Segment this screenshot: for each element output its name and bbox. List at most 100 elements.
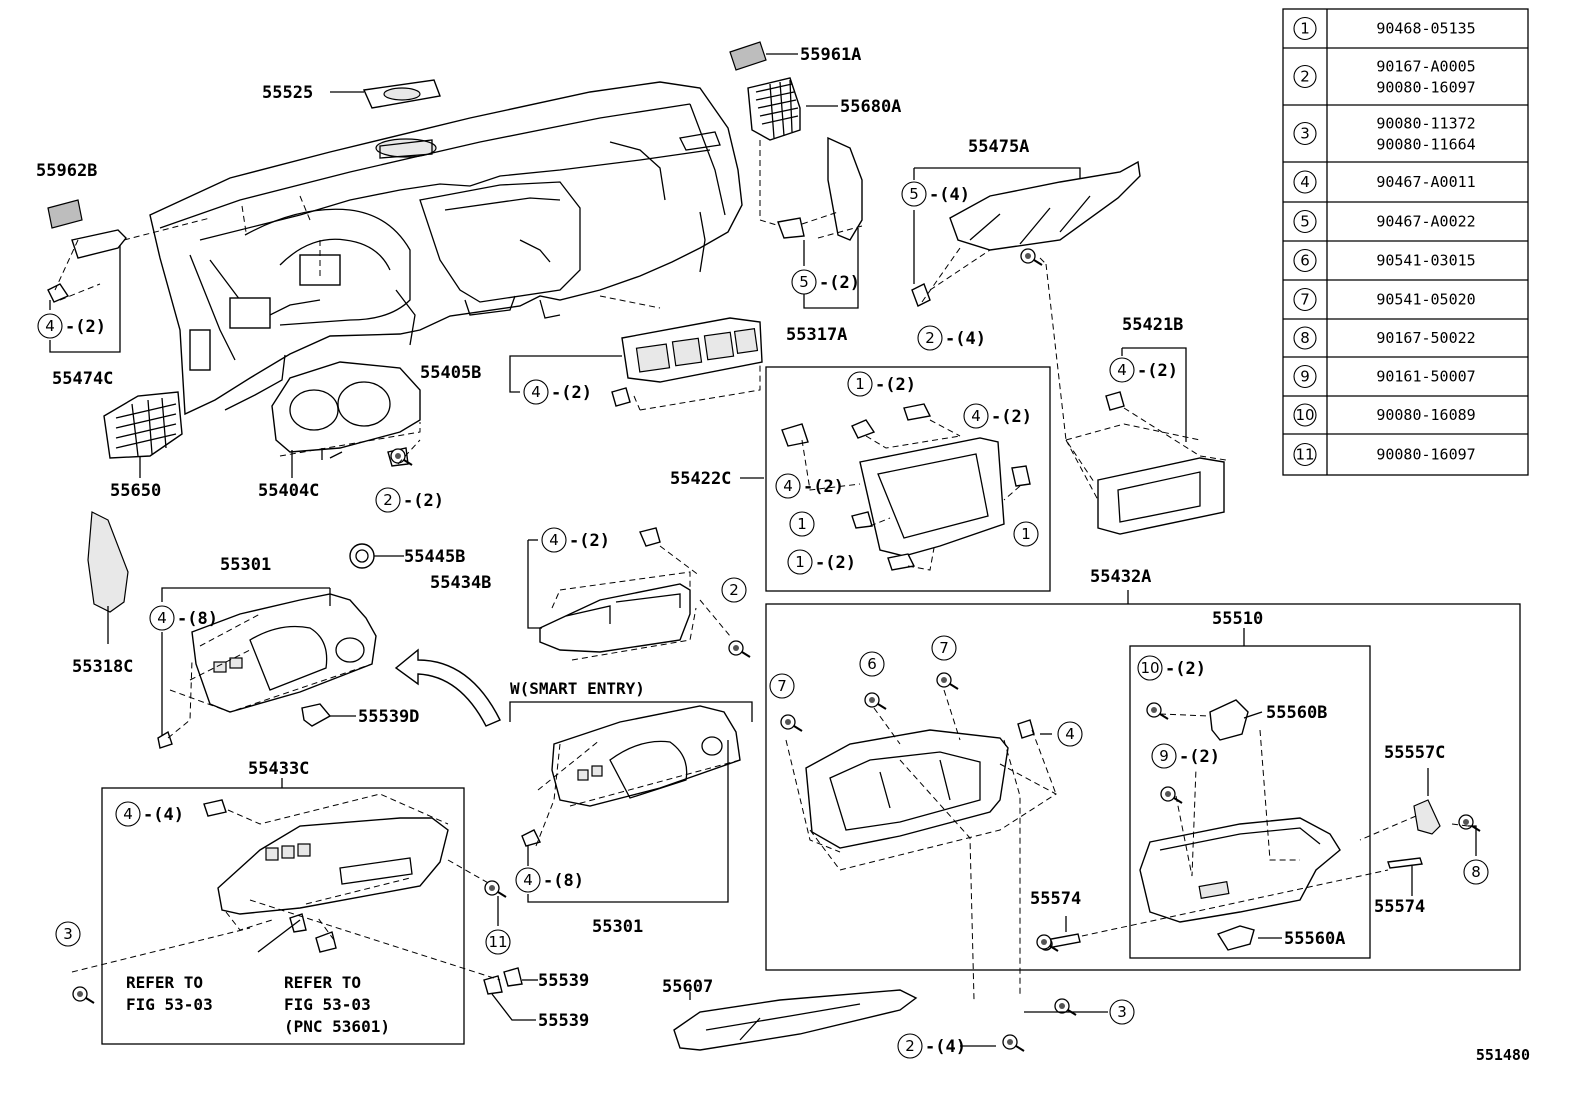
table-part-number: 90541-05020: [1376, 291, 1475, 309]
callout-c29: 2-(4): [897, 1033, 966, 1059]
label-55445B: 55445B: [404, 547, 465, 567]
label-55433C: 55433C: [248, 759, 309, 779]
callout-quantity: -(2): [569, 531, 610, 551]
callout-number: 2: [729, 581, 739, 599]
label-55539-upper: 55539: [538, 971, 589, 991]
callout-layer: 4-(2)5-(4)5-(2)2-(4)4-(2)4-(2)1-(2)4-(2)…: [37, 181, 1489, 1059]
callout-number: 10: [1140, 659, 1159, 677]
callout-c4: 2 -(4): [917, 325, 986, 351]
callout-quantity: -(4): [929, 185, 970, 205]
table-part-number: 90080-11664: [1376, 136, 1475, 154]
table-key-number: 3: [1300, 125, 1310, 143]
screw-icon: [1146, 702, 1169, 720]
callout-c27: 3: [55, 921, 81, 947]
label-55510: 55510: [1212, 609, 1263, 629]
callout-quantity: -(2): [875, 375, 916, 395]
callout-number-circle: [1293, 364, 1317, 389]
table-part-number: 90167-A0005: [1376, 58, 1475, 76]
callout-number-circle: [791, 269, 817, 295]
callout-c16: 4 -(8): [149, 605, 218, 631]
callout-quantity: -(8): [177, 609, 218, 629]
callout-number-circle: [1109, 357, 1135, 383]
refer-note-1-line2: FIG 53-03: [126, 995, 213, 1014]
table-part-number: 90080-11372: [1376, 115, 1475, 133]
label-55574-right: 55574: [1374, 897, 1425, 917]
label-55421B: 55421B: [1122, 315, 1183, 335]
callout-c8: 4-(2): [963, 403, 1032, 429]
screw-icon: [728, 640, 751, 658]
callout-number: 8: [1471, 863, 1481, 881]
callout-number-circle: [115, 801, 141, 827]
callout-number-circle: [769, 673, 795, 699]
table-row: 3 90080-11372 90080-11664: [1293, 115, 1476, 154]
callout-quantity: -(2): [815, 553, 856, 573]
callout-c7: 1-(2): [847, 371, 916, 397]
callout-number: 4: [157, 609, 167, 627]
label-55422C: 55422C: [670, 469, 731, 489]
label-55525: 55525: [262, 83, 313, 103]
callout-number: 4: [123, 805, 133, 823]
callout-number: 4: [1065, 725, 1075, 743]
table-key-number: 1: [1300, 20, 1310, 38]
callout-number-circle: [775, 473, 801, 499]
callout-number: 2: [925, 329, 935, 347]
callout-number-circle: [963, 403, 989, 429]
label-55432A: 55432A: [1090, 567, 1151, 587]
callout-number: 9: [1159, 747, 1169, 765]
callout-number-circle: [1293, 121, 1317, 146]
callout-quantity: -(2): [1165, 659, 1206, 679]
callout-number-circle: [789, 511, 815, 537]
table-key-number: 10: [1295, 406, 1314, 424]
screw-icon: [864, 692, 887, 710]
callout-quantity: -(2): [819, 273, 860, 293]
callout-number: 5: [909, 185, 919, 203]
callout-number-circle: [1109, 999, 1135, 1025]
table-part-number: 90080-16097: [1376, 79, 1475, 97]
refer-note-1-line1: REFER TO: [126, 973, 203, 992]
label-55475A: 55475A: [968, 137, 1029, 157]
callout-c14: 4 -(2): [541, 527, 610, 553]
callout-number-circle: [901, 181, 927, 207]
callout-number: 4: [45, 317, 55, 335]
screw-icon: [780, 714, 803, 732]
callout-number: 1: [797, 515, 807, 533]
callout-number: 5: [799, 273, 809, 291]
label-55318C: 55318C: [72, 657, 133, 677]
leader-lines: [49, 53, 1521, 1047]
screw-icons: [72, 248, 1481, 1052]
callout-number-circle: [1293, 442, 1317, 467]
callout-number-circle: [1463, 859, 1489, 885]
callout-quantity: -(2): [1137, 361, 1178, 381]
table-key-number: 7: [1300, 291, 1310, 309]
table-key-number: 6: [1300, 252, 1310, 270]
callout-number: 4: [523, 871, 533, 889]
callout-number-circle: [1013, 521, 1039, 547]
callout-number-circle: [1293, 64, 1317, 89]
callout-number-circle: [523, 379, 549, 405]
table-part-number: 90080-16097: [1376, 446, 1475, 464]
smart-entry-note: W(SMART ENTRY): [510, 679, 645, 698]
callout-number: 6: [867, 655, 877, 673]
callout-c11: 1: [1013, 521, 1039, 547]
callout-quantity: -(4): [945, 329, 986, 349]
table-part-number: 90467-A0011: [1376, 173, 1475, 191]
callout-number: 4: [549, 531, 559, 549]
callout-number-circle: [1151, 743, 1177, 769]
table-part-number: 90167-50022: [1376, 329, 1475, 347]
callout-c5: 4-(2): [523, 379, 592, 405]
callout-number-circle: [37, 313, 63, 339]
callout-c22: 9-(2): [1151, 743, 1220, 769]
label-55539-lower: 55539: [538, 1011, 589, 1031]
label-55474C: 55474C: [52, 369, 113, 389]
callout-number-circle: [721, 577, 747, 603]
label-55404C: 55404C: [258, 481, 319, 501]
callout-c28: 3: [1109, 999, 1135, 1025]
screw-icon: [1020, 248, 1043, 266]
callout-c19: 7: [931, 635, 957, 661]
